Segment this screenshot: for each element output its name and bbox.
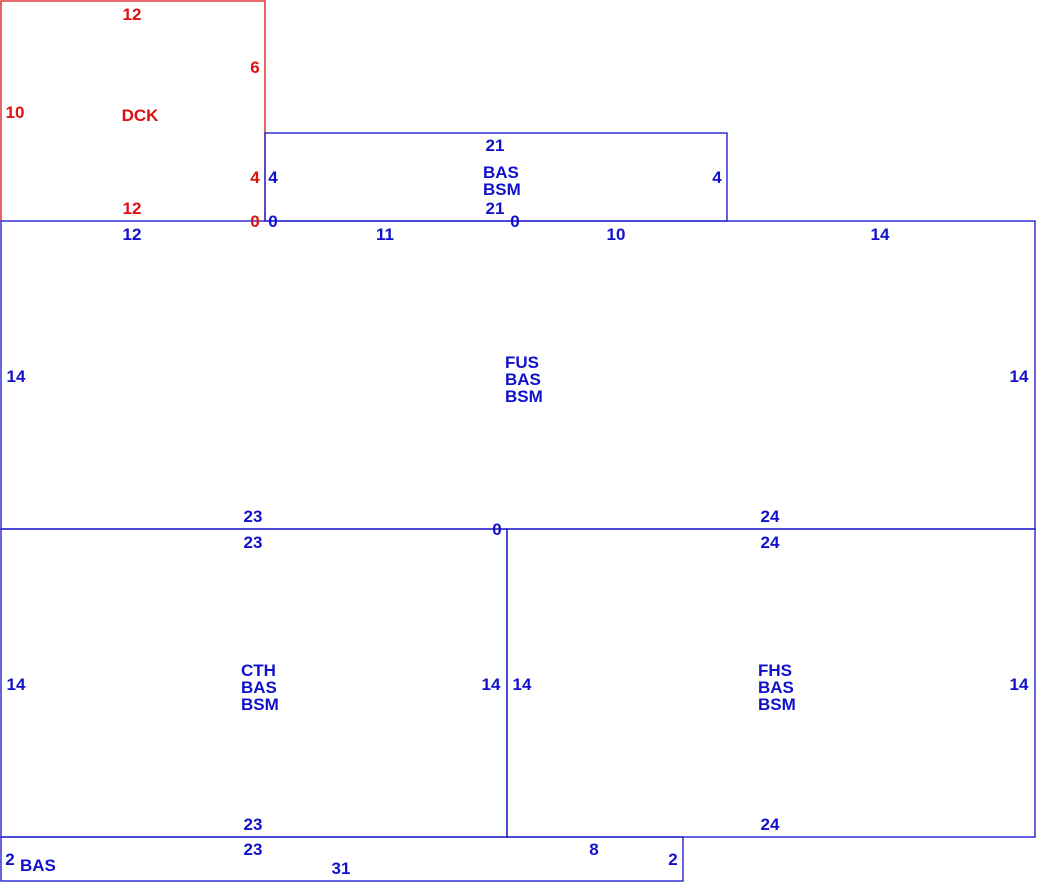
fus-dim-corner-mid: 0 xyxy=(492,520,501,539)
fhs-dim-left: 14 xyxy=(513,675,532,694)
fus-dim-right: 14 xyxy=(1010,367,1029,386)
upper-dim-corner-mid: 0 xyxy=(510,212,519,231)
deck-dim-top: 12 xyxy=(123,5,142,24)
cth-dim-right: 14 xyxy=(482,675,501,694)
fus-dim-top-2: 11 xyxy=(376,225,394,244)
bas-strip-dim-bottom: 31 xyxy=(332,859,351,878)
fus-dim-top-4: 14 xyxy=(871,225,890,244)
upper-dim-corner-left: 0 xyxy=(268,212,277,231)
deck-dim-left: 10 xyxy=(6,103,25,122)
deck-dim-corner: 0 xyxy=(250,212,259,231)
deck-code: DCK xyxy=(122,106,160,125)
fus-dim-bottom-right: 24 xyxy=(761,507,780,526)
deck-dim-right-lower: 4 xyxy=(250,168,260,187)
fhs-code-3: BSM xyxy=(758,695,796,714)
fus-dim-top-1: 12 xyxy=(123,225,142,244)
fus-dim-top-3: 10 xyxy=(607,225,626,244)
cth-code-3: BSM xyxy=(241,695,279,714)
fhs-dim-right: 14 xyxy=(1010,675,1029,694)
deck-dim-right-upper: 6 xyxy=(250,58,259,77)
fhs-code-1: FHS xyxy=(758,661,792,680)
bas-strip-dim-top-right: 8 xyxy=(589,840,598,859)
bas-strip-code: BAS xyxy=(20,856,56,875)
fhs-dim-bottom: 24 xyxy=(761,815,780,834)
cth-code-1: CTH xyxy=(241,661,276,680)
cth-dim-left: 14 xyxy=(7,675,26,694)
fhs-outline xyxy=(506,528,1036,838)
deck-outline xyxy=(0,0,266,221)
fus-dim-bottom-left: 23 xyxy=(244,507,263,526)
fus-code-3: BSM xyxy=(505,387,543,406)
deck-dim-bottom: 12 xyxy=(123,199,142,218)
cth-code-2: BAS xyxy=(241,678,277,697)
fhs-dim-top: 24 xyxy=(761,533,780,552)
fus-code-2: BAS xyxy=(505,370,541,389)
fus-dim-left: 14 xyxy=(7,367,26,386)
bas-strip-dim-right: 2 xyxy=(668,850,677,869)
bas-strip-dim-top: 23 xyxy=(244,840,263,859)
bas-strip-outline xyxy=(0,836,684,882)
fus-code-1: FUS xyxy=(505,353,539,372)
upper-dim-bottom: 21 xyxy=(486,199,505,218)
bas-strip-dim-left: 2 xyxy=(5,850,14,869)
upper-code-2: BSM xyxy=(483,180,521,199)
upper-dim-right: 4 xyxy=(712,168,722,187)
fhs-code-2: BAS xyxy=(758,678,794,697)
cth-dim-bottom: 23 xyxy=(244,815,263,834)
cth-dim-top: 23 xyxy=(244,533,263,552)
upper-dim-top: 21 xyxy=(486,136,505,155)
upper-dim-left: 4 xyxy=(268,168,278,187)
upper-code-1: BAS xyxy=(483,163,519,182)
